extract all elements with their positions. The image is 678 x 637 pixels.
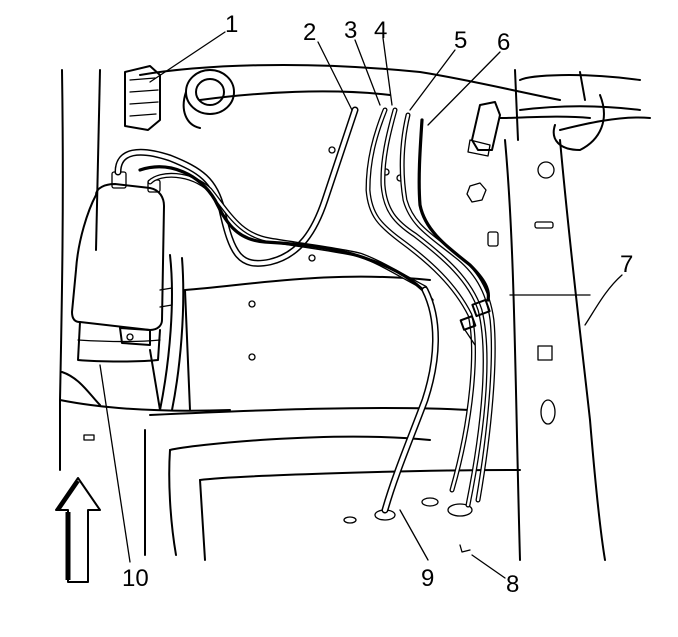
callout-5: 5 — [454, 27, 467, 54]
arrow-up-icon — [55, 477, 101, 583]
callout-4: 4 — [374, 17, 387, 44]
filler-fitting — [124, 65, 235, 131]
evap-canister — [71, 171, 173, 363]
callout-6: 6 — [497, 29, 510, 56]
callout-10: 10 — [122, 565, 149, 592]
callout-2: 2 — [303, 19, 316, 46]
callout-8: 8 — [506, 571, 519, 598]
callout-3: 3 — [344, 17, 357, 44]
callout-7: 7 — [620, 251, 633, 278]
fuel-lines — [114, 106, 496, 514]
callout-labels: 1 2 3 4 5 6 7 8 9 10 — [122, 11, 633, 598]
callout-9: 9 — [421, 565, 434, 592]
leader-lines — [99, 31, 623, 579]
body-structure — [59, 63, 651, 561]
callout-1: 1 — [225, 11, 238, 38]
